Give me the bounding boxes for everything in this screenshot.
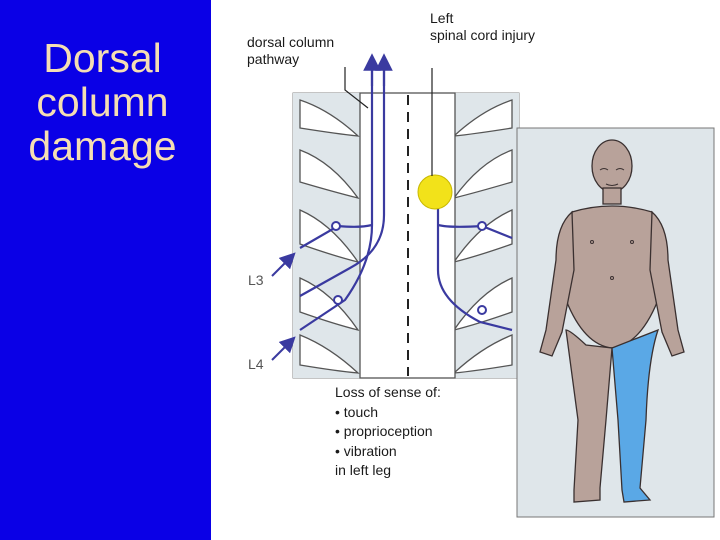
affected-leg — [611, 328, 660, 503]
vertebra-arrows — [271, 252, 296, 361]
label-leaders — [344, 67, 433, 176]
dorsal-column-pathway — [299, 53, 513, 332]
pathway-label: dorsal column pathway — [247, 34, 334, 68]
l4-label: L4 — [248, 356, 264, 372]
loss-line-2: • touch — [335, 403, 379, 420]
injury-lesion — [417, 174, 453, 210]
injury-label-line-2: spinal cord injury — [430, 27, 536, 43]
title-line-1: Dorsal — [43, 35, 162, 81]
title-line-2: column — [36, 79, 169, 125]
pathway-label-line-2: pathway — [247, 51, 300, 67]
pathway-label-line-1: dorsal column — [247, 34, 335, 50]
body-figure — [516, 127, 715, 518]
injury-label-line-1: Left — [430, 10, 454, 26]
injury-label: Left spinal cord injury — [430, 10, 535, 44]
loss-line-3: • proprioception — [335, 423, 433, 439]
loss-line-5: in left leg — [335, 462, 392, 478]
l3-label: L3 — [248, 272, 264, 288]
ganglion-markers — [331, 221, 487, 315]
loss-line-4: • vibration — [335, 442, 397, 459]
spinal-cord-diagram — [271, 53, 715, 518]
title-panel: Dorsal column damage — [0, 0, 211, 540]
loss-line-1: Loss of sense of: — [335, 384, 441, 400]
spinal-section — [292, 92, 520, 379]
title-line-3: damage — [28, 123, 177, 169]
slide-title: Dorsal column damage — [0, 36, 205, 168]
loss-of-sense-label: Loss of sense of: • touch • propriocepti… — [335, 383, 441, 481]
